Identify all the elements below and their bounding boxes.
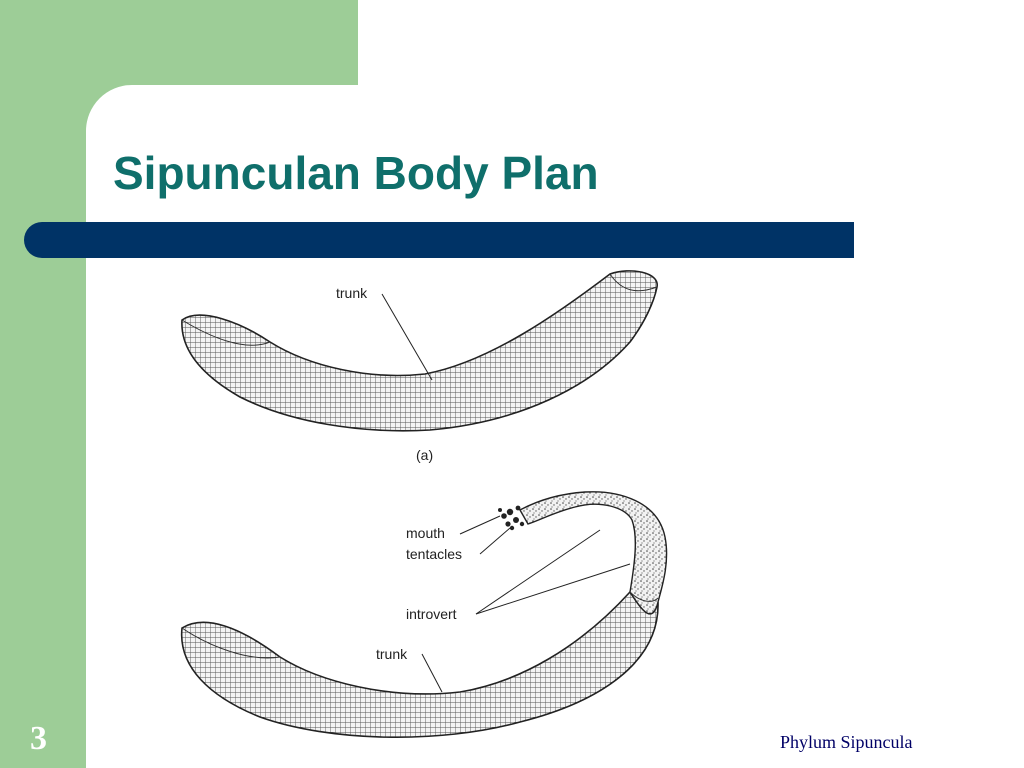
title-underline-bar	[24, 222, 854, 258]
tentacle-crown	[498, 505, 525, 531]
tentacles-label: tentacles	[406, 546, 462, 562]
panel-a-caption: (a)	[416, 447, 433, 463]
trunk-b-label: trunk	[376, 646, 408, 662]
trunk-a-pointer	[381, 293, 433, 381]
slide-title: Sipunculan Body Plan	[113, 147, 599, 199]
introvert-pointer-2	[475, 563, 631, 615]
worm-a	[181, 270, 658, 432]
worm-a-body	[181, 270, 658, 432]
mouth-label: mouth	[406, 525, 445, 541]
introvert-pointer-1	[475, 529, 601, 615]
trunk-b-pointer	[421, 653, 443, 693]
tentacles-pointer	[479, 527, 511, 555]
trunk-a-label: trunk	[336, 285, 368, 301]
worm-b-introvert	[519, 491, 668, 615]
worm-b	[180, 491, 668, 739]
sipunculan-illustration: trunk (a) mouth tentacles intro	[160, 262, 690, 754]
mouth-pointer	[459, 515, 501, 535]
slide-number: 3	[30, 720, 47, 757]
footer-text: Phylum Sipuncula	[780, 732, 913, 752]
introvert-label: introvert	[406, 606, 457, 622]
